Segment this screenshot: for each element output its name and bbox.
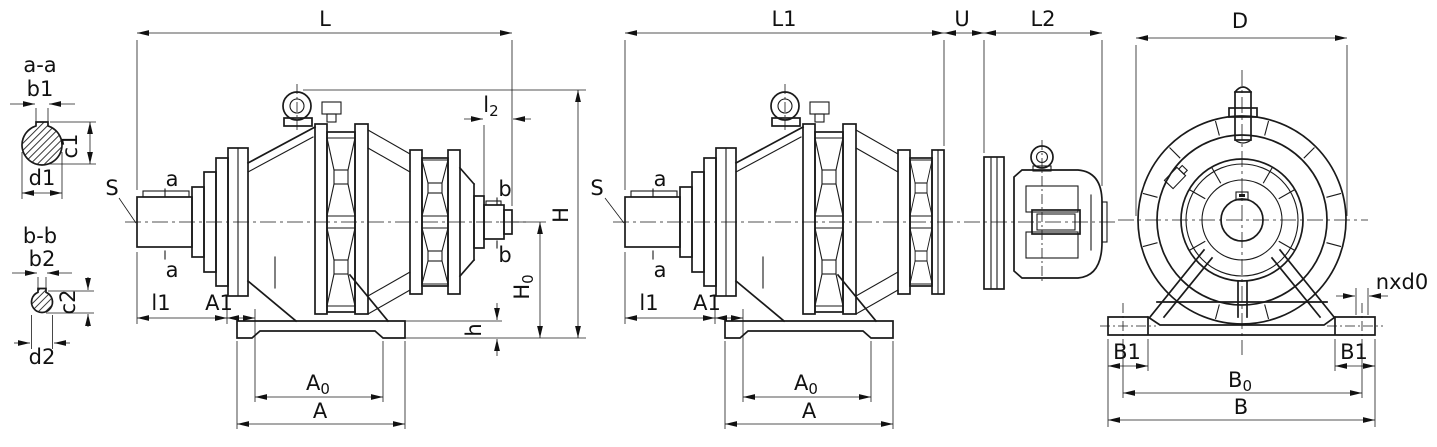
section-mark-a-upper: a: [654, 167, 667, 191]
mounting-foot: [724, 320, 894, 339]
shaft-mark-S: S: [590, 176, 603, 200]
section-bb-title: b-b: [23, 224, 57, 248]
dim-label-B: B: [1234, 395, 1248, 419]
gear-stage-2: [897, 149, 945, 295]
motor-winding-lower: [1025, 231, 1079, 259]
housing: [246, 125, 390, 323]
side-view-motorized: S a a L1 U L2 l1 A1 A0 A: [590, 7, 1116, 429]
lifting-eye-icon: [282, 84, 313, 132]
section-aa-title: a-a: [23, 53, 56, 77]
dim-label-B0: B0: [1228, 368, 1252, 395]
motor-rotor: [1031, 209, 1081, 235]
dim-label-l2: l2: [483, 93, 498, 120]
dim-label-h: h: [462, 323, 486, 336]
section-mark-b-upper: b: [498, 177, 511, 201]
mid-ribs: [855, 129, 899, 315]
gear-stage-1: [314, 123, 369, 315]
section-mark-a-lower: a: [654, 258, 667, 282]
dim-label-H: H: [549, 207, 573, 223]
dim-label-A1: A1: [205, 291, 233, 315]
dim-label-b1: b1: [27, 77, 54, 101]
side-view-reducer: S a a b b L l2 H H0 h l1 A1 A0 A: [105, 7, 586, 429]
dim-label-A0: A0: [794, 371, 818, 398]
dim-label-nxd0: nxd0: [1376, 270, 1428, 294]
motor-winding-upper: [1025, 185, 1079, 213]
mounting-foot: [236, 320, 406, 339]
dim-label-L2: L2: [1030, 7, 1055, 31]
vent-plug-icon: [809, 101, 830, 123]
dim-label-A1: A1: [693, 291, 721, 315]
dim-label-l1: l1: [639, 291, 658, 315]
dim-label-D: D: [1232, 9, 1248, 33]
dim-label-A: A: [313, 399, 328, 423]
output-bore-keyway: [1235, 191, 1249, 201]
output-shaft: [483, 200, 513, 240]
dim-label-L: L: [319, 7, 331, 31]
dim-label-d2: d2: [29, 345, 56, 369]
shaft-mark-S: S: [105, 176, 118, 200]
drain-plug-icon: [1163, 164, 1189, 190]
lifting-eye-icon: [770, 84, 801, 132]
dim-label-U: U: [954, 7, 969, 31]
mid-ribs: [367, 129, 411, 315]
dim-label-L1: L1: [771, 7, 796, 31]
motor: [983, 140, 1108, 290]
dim-label-d1: d1: [29, 166, 56, 190]
front-flanges: [203, 147, 249, 297]
top-vent-plug-icon: [1228, 86, 1258, 144]
dim-label-B1-right: B1: [1340, 340, 1368, 364]
section-mark-a-upper: a: [166, 167, 179, 191]
section-detail-bb: b-b b2 c2 d2: [12, 224, 94, 369]
dim-label-A: A: [802, 399, 817, 423]
dim-label-A0: A0: [306, 371, 330, 398]
dim-label-l1: l1: [151, 291, 170, 315]
front-view: D nxd0 B1 B1 B0 B: [1100, 9, 1428, 427]
housing-circles: [1137, 115, 1347, 325]
section-mark-b-lower: b: [498, 243, 511, 267]
shaft-section-aa-icon: [21, 121, 63, 166]
section-mark-a-lower: a: [166, 258, 179, 282]
shaft-section-bb-icon: [30, 287, 54, 314]
dim-label-B1-left: B1: [1113, 340, 1141, 364]
base-and-feet: [1100, 248, 1383, 348]
dim-label-c2: c2: [56, 290, 80, 315]
dim-label-b2: b2: [29, 247, 56, 271]
gear-stage-2: [409, 149, 485, 295]
dim-label-H0: H0: [510, 274, 537, 299]
gear-stage-1: [802, 123, 857, 315]
vent-plug-icon: [321, 101, 342, 123]
housing: [734, 125, 878, 323]
bolt-circle-ticks: [1142, 120, 1342, 320]
front-flanges: [691, 147, 737, 297]
section-detail-aa: a-a b1 c1 d1: [10, 53, 96, 199]
